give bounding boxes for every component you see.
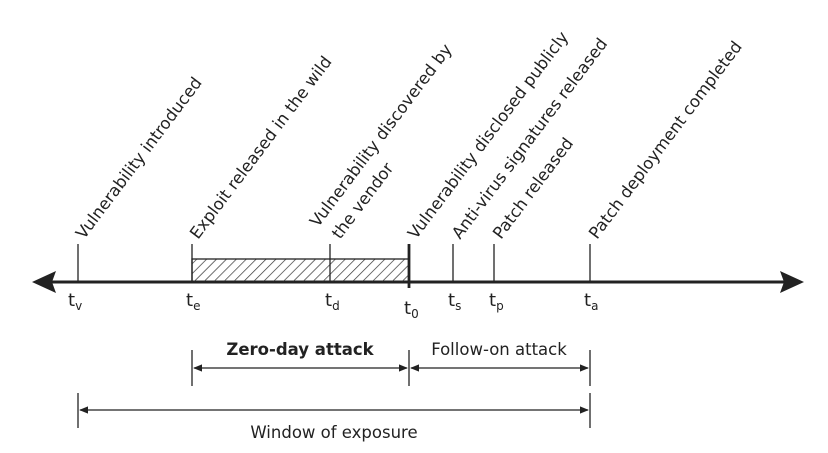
tick-label-tv: tv: [68, 290, 82, 313]
tick-label-ta: ta: [584, 290, 598, 313]
event-label-tv: Vulnerability introduced: [72, 74, 206, 243]
tick-label-tp: tp: [489, 290, 504, 313]
tick-label-t0: t0: [404, 298, 419, 321]
tick-label-te: te: [186, 290, 200, 313]
axis-right-arrowhead: [780, 271, 804, 293]
window-of-exposure-label: Window of exposure: [250, 423, 417, 442]
tick-label-ts: ts: [448, 290, 461, 313]
zero-day-attack-label: Zero-day attack: [226, 340, 374, 359]
event-label-ta: Patch deployment completed: [585, 38, 746, 243]
zero-day-hatched-region: [191, 258, 410, 283]
tick-label-td: td: [325, 290, 340, 313]
axis-left-arrowhead: [32, 271, 56, 293]
follow-on-attack-label: Follow-on attack: [431, 340, 567, 359]
